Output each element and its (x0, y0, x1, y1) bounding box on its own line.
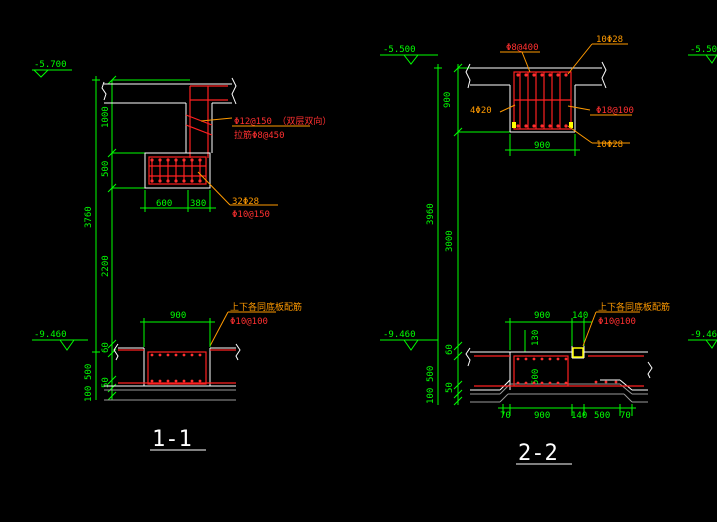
dimension-text: 500 (426, 366, 436, 382)
rebar-note: 10Φ28 (596, 140, 623, 150)
dimension-text: 900 (534, 141, 550, 151)
elevation-label: -5.700 (34, 60, 67, 70)
rebar-note: 32Φ28 (232, 197, 259, 207)
dimension-text: 70 (500, 411, 511, 421)
elevation-label: -5.500 (383, 45, 416, 55)
dimension-text: 900 (534, 411, 550, 421)
beam-stirrup (148, 156, 207, 185)
dimension-text: 3760 (84, 206, 94, 228)
beam-rebar-dots (150, 158, 202, 183)
dimension-text: 100 (84, 386, 94, 402)
dimension-text: 50 (101, 377, 111, 388)
dimension-text: 70 (620, 411, 631, 421)
dimension-text: 500 (531, 369, 541, 385)
section-title: 2-2 (518, 441, 558, 466)
beam-rebar-lines (149, 160, 206, 181)
rebar-note: Φ10@100 (598, 317, 636, 327)
dimension-text: 900 (443, 92, 453, 108)
dimension-text: 3000 (445, 230, 455, 252)
rebar-note: 上下各同底板配筋 (230, 301, 302, 313)
dimension-text: 500 (101, 161, 111, 177)
elevation-label: -5.500 (690, 45, 717, 55)
section-title: 1-1 (152, 427, 192, 452)
top-slab (101, 77, 237, 153)
dimension-text: 900 (170, 311, 186, 321)
elevation-marker-bottom-1: -9.460 (32, 330, 88, 351)
dimension-text: 380 (190, 199, 206, 209)
beam-outline (144, 152, 211, 189)
section-2-2: -5.500 -9.460 900 3960 3000 60 500 50 10… (380, 35, 670, 466)
dimension-text: 130 (531, 330, 541, 346)
dimension-text: 140 (572, 311, 588, 321)
dimension-text: 2200 (101, 255, 111, 277)
dimension-text: 3960 (426, 203, 436, 225)
section-partial-right: -5.500 -9.460 (688, 45, 717, 349)
rebar-note: 4Φ20 (470, 106, 492, 116)
dimension-text: 500 (594, 411, 610, 421)
rebar-note: Φ10@100 (230, 317, 268, 327)
dimension-text: 50 (445, 382, 455, 393)
dimension-text: 600 (156, 199, 172, 209)
wall-rebar (185, 85, 228, 158)
dimension-text: 1000 (101, 106, 111, 128)
dimension-text: 140 (571, 411, 587, 421)
foundation-slab (104, 343, 241, 387)
dimension-text: 100 (426, 388, 436, 404)
elevation-label: -9.460 (383, 330, 416, 340)
elevation-marker-top-1: -5.700 (32, 60, 72, 78)
dimension-text: 900 (534, 311, 550, 321)
elevation-marker-top-2: -5.500 (380, 45, 438, 65)
rebar-note: Φ18@100 (596, 106, 634, 116)
rebar-note: Φ12@150 （双层双向） (234, 115, 331, 127)
dimension-text: 60 (101, 342, 111, 353)
elevation-marker-bottom-2: -9.460 (380, 330, 438, 351)
rebar-note: Φ10@150 (232, 210, 270, 220)
rebar-note: 10Φ28 (596, 35, 623, 45)
section-1-1: -5.700 -9.460 3760 1000 50 (32, 60, 331, 452)
foundation-beam-stirrup (147, 351, 207, 385)
dimension-text: 60 (445, 344, 455, 355)
top-slab-beam (465, 61, 607, 133)
elevation-label: -9.460 (34, 330, 67, 340)
rebar-note: Φ8@400 (506, 43, 539, 53)
rebar-note: 上下各同底板配筋 (598, 301, 670, 313)
rebar-note: 拉筋Φ8@450 (234, 129, 285, 141)
dimension-text: 500 (84, 364, 94, 380)
foundation-beam-stirrup-2 (513, 355, 569, 387)
elevation-label: -9.460 (690, 330, 717, 340)
